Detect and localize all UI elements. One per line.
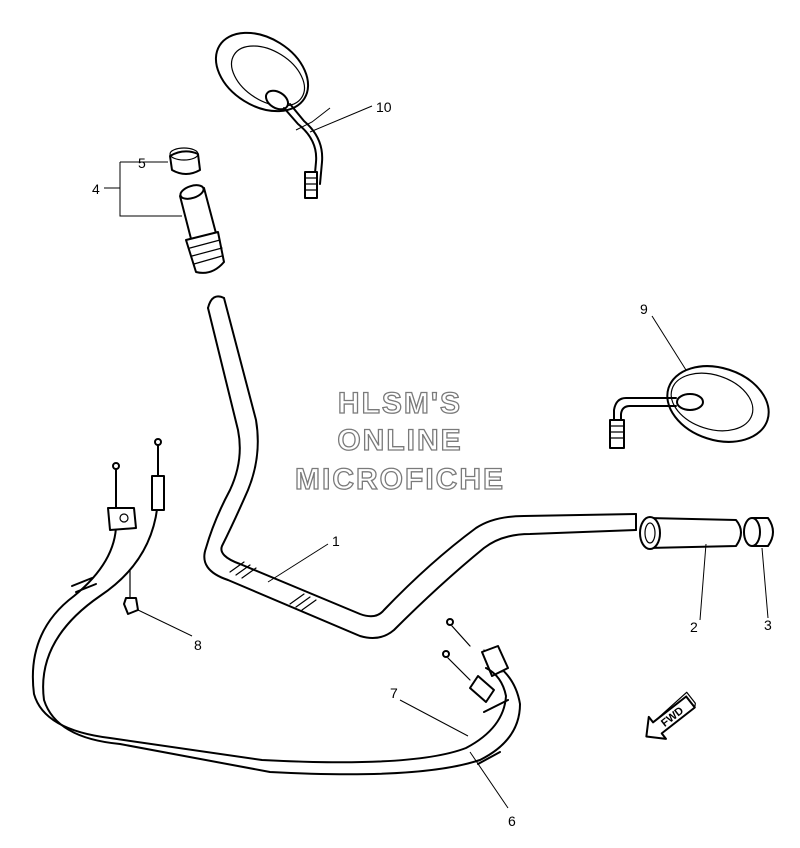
leader-lines [104,105,769,809]
bolt[interactable] [123,569,139,615]
forward-direction-arrow-icon: FWD [645,691,696,740]
callout-4: 4 [92,181,100,197]
callout-10: 10 [376,99,392,115]
callout-8: 8 [194,637,202,653]
handlebar[interactable] [203,295,637,639]
callout-5: 5 [138,155,146,171]
callout-6: 6 [508,813,516,829]
callout-2: 2 [690,619,698,635]
throttle-cable-6[interactable] [42,438,521,776]
grip-right[interactable] [639,516,742,550]
mirror-left[interactable] [202,17,324,199]
callout-9: 9 [640,301,648,317]
throttle-cable-7[interactable] [31,462,509,764]
callout-7: 7 [390,685,398,701]
throttle-grip-assembly[interactable] [179,183,225,274]
callout-labels: 1 2 3 4 5 6 7 8 9 10 [92,99,772,829]
grip-end-cap-right[interactable] [743,517,774,547]
watermark-line-1: HLSM'S [338,387,462,420]
mirror-right[interactable] [609,354,779,455]
callout-1: 1 [332,533,340,549]
watermark-line-3: MICROFICHE [295,463,505,496]
grip-end-cap-left[interactable] [169,147,201,175]
watermark-line-2: ONLINE [337,424,462,457]
callout-3: 3 [764,617,772,633]
watermark: HLSM'S ONLINE MICROFICHE [294,386,505,496]
